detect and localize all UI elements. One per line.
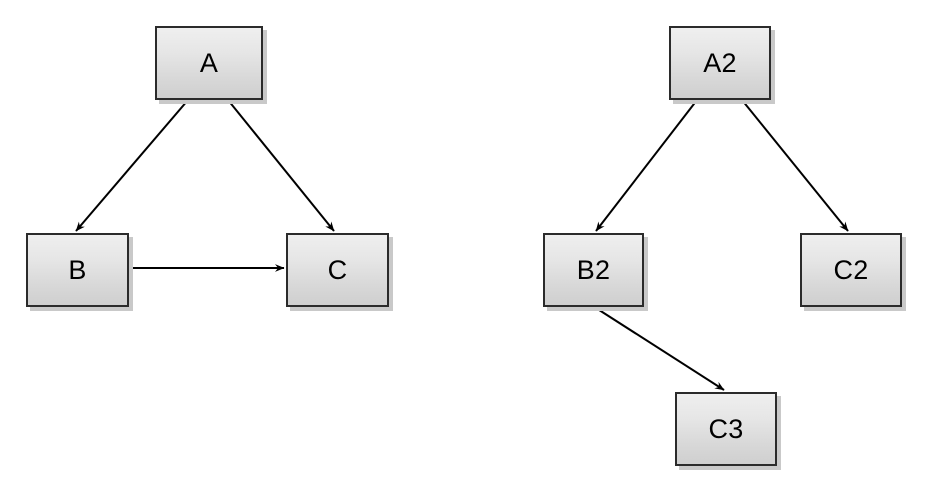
node-C3[interactable]: C3 xyxy=(675,392,777,466)
edge-A-to-C xyxy=(227,99,335,232)
node-label-A2: A2 xyxy=(703,47,737,78)
edge-A2-to-B2 xyxy=(595,99,698,232)
node-label-A: A xyxy=(199,47,219,78)
node-B[interactable]: B xyxy=(26,233,129,307)
node-A2[interactable]: A2 xyxy=(669,26,771,100)
node-A[interactable]: A xyxy=(155,26,263,100)
edge-A2-to-C2 xyxy=(741,99,849,232)
node-label-B: B xyxy=(68,254,87,285)
node-label-B2: B2 xyxy=(576,254,611,285)
node-C2[interactable]: C2 xyxy=(800,233,902,307)
node-C[interactable]: C xyxy=(286,233,389,307)
edge-B2-to-C3 xyxy=(595,307,725,391)
node-B2[interactable]: B2 xyxy=(543,233,644,307)
edges-group xyxy=(75,99,849,391)
node-label-C: C xyxy=(327,254,348,285)
node-label-C3: C3 xyxy=(708,413,744,444)
edge-A-to-B xyxy=(75,99,189,232)
node-label-C2: C2 xyxy=(833,254,869,285)
